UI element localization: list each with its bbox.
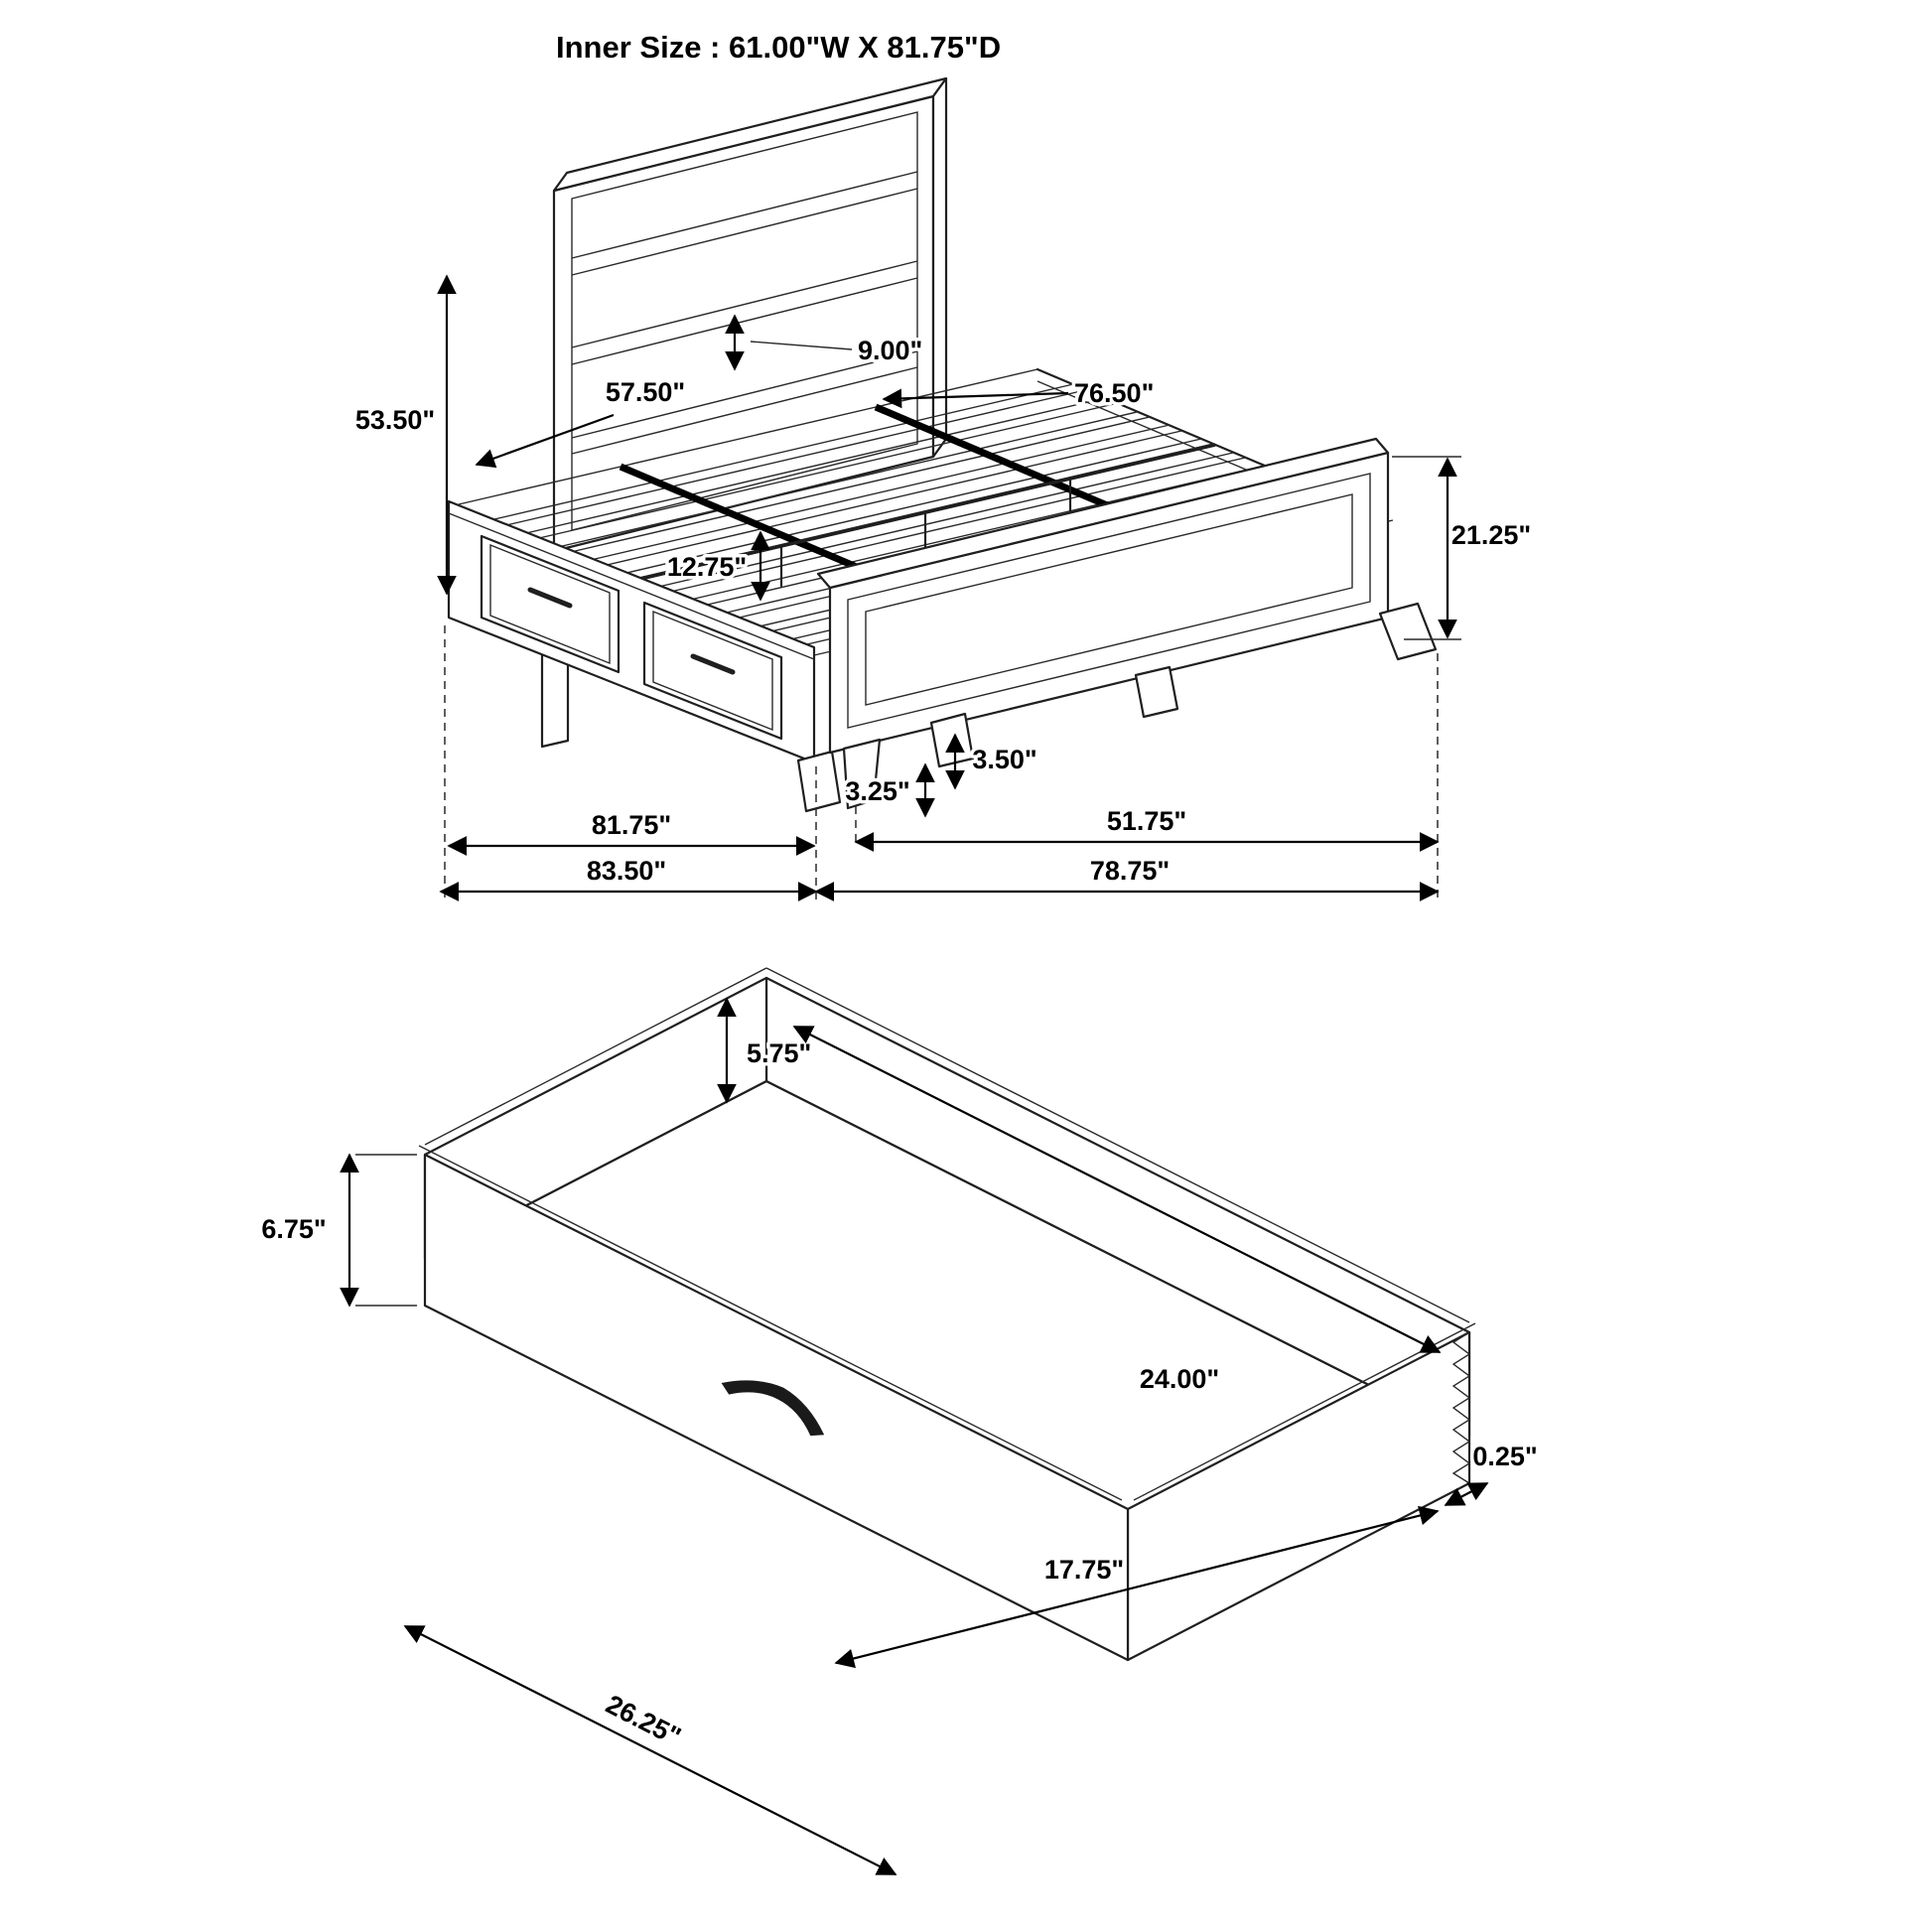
storage-drawer-2 [642, 601, 783, 741]
dim-arrow-drawer-front-width [403, 1625, 897, 1875]
drawer-handle [721, 1380, 825, 1437]
rail-corner-leg [796, 750, 842, 813]
dim-label-footboard-span: 51.75" [1107, 806, 1186, 836]
footboard-leg-near [842, 738, 882, 810]
dim-label-drawer-front-height: 6.75" [261, 1214, 326, 1244]
dim-label-panel-thickness: 0.25" [1472, 1442, 1537, 1471]
dim-label-drawer-inner-height: 5.75" [747, 1038, 811, 1068]
bed-figure: 9.00" 57.50" 76.50" 53.50" 21.25" 12.75"… [351, 76, 1535, 901]
dim-leader-slat-width [475, 413, 615, 469]
page-title: Inner Size : 61.00"W X 81.75"D [556, 30, 1001, 65]
drawer-figure: 5.75" 24.00" 6.75" 0.25" 17.75" 26.25" [258, 967, 1541, 1875]
storage-drawer-1 [480, 534, 621, 674]
dim-label-footboard-height: 21.25" [1451, 520, 1531, 550]
dim-leader-slat-length [882, 388, 1069, 409]
dim-label-rail-leg: 3.25" [845, 776, 909, 806]
footboard-leg-mid [929, 712, 975, 768]
footboard-leg-center [1134, 665, 1179, 719]
center-cross-rail [635, 443, 1216, 582]
bed-dimensions: 9.00" 57.50" 76.50" 53.50" 21.25" 12.75"… [351, 274, 1535, 901]
dim-arrow-panel-thickness [1444, 1482, 1489, 1506]
dim-label-slat-length: 76.50" [1074, 378, 1154, 408]
dim-label-rail-height: 12.75" [667, 552, 747, 582]
drawer-1-handle [527, 587, 573, 609]
footboard-leg-far [1378, 602, 1438, 661]
dim-arrow-drawer-inner-width [792, 1026, 1442, 1353]
dim-label-overall-width: 78.75" [1090, 856, 1170, 886]
dim-label-drawer-inner-depth: 17.75" [1044, 1555, 1124, 1585]
dim-label-drawer-front-width: 26.25" [601, 1689, 685, 1751]
dim-label-headboard-gap: 9.00" [858, 336, 922, 365]
drawer-2-handle [690, 653, 736, 675]
dim-label-drawer-inner-width: 24.00" [1140, 1364, 1219, 1394]
dim-label-inner-depth: 81.75" [592, 810, 671, 840]
dim-label-headboard-height: 53.50" [355, 405, 435, 435]
dim-label-foot-leg: 3.50" [972, 745, 1036, 774]
dim-label-slat-width: 57.50" [606, 377, 685, 407]
dovetail-joint [1451, 1331, 1471, 1484]
dim-arrow-drawer-inner-depth [834, 1505, 1440, 1669]
footboard [816, 437, 1438, 810]
side-rail [447, 499, 842, 813]
dim-label-overall-depth: 83.50" [587, 856, 666, 886]
